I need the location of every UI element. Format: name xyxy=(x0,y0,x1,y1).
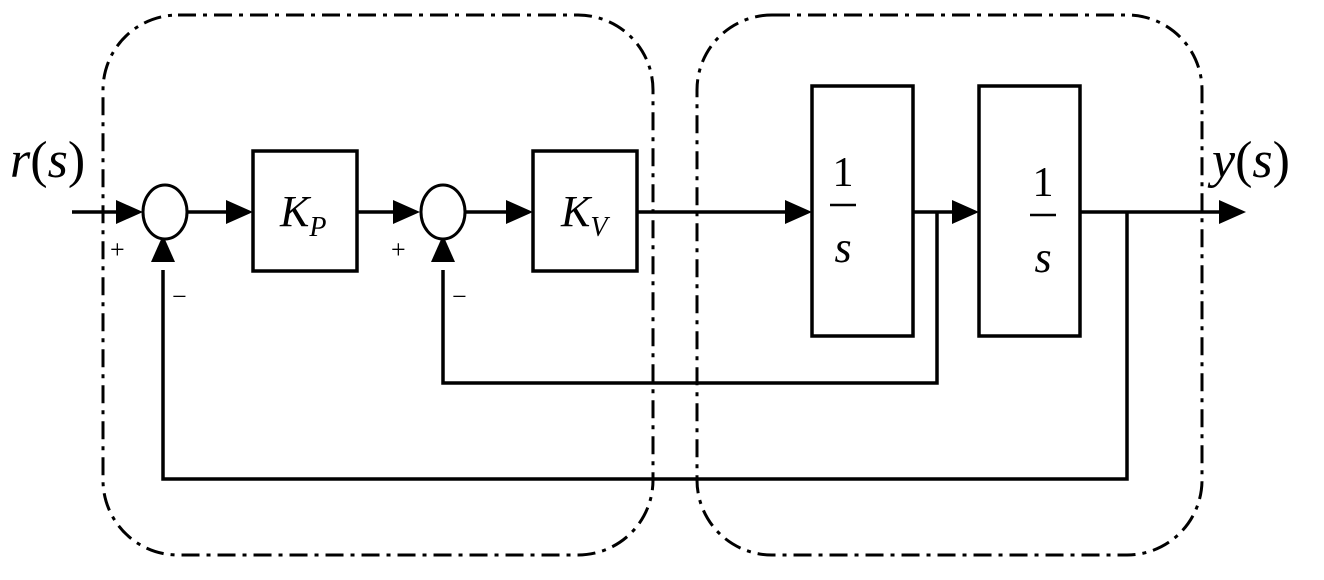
integrator-block-1 xyxy=(812,86,913,336)
arrow-into-sum2 xyxy=(393,200,420,224)
integrator-2-numerator: 1 xyxy=(1033,160,1054,206)
integrator-block-2 xyxy=(979,86,1080,336)
arrow-into-int2 xyxy=(952,200,979,224)
output-arrow xyxy=(1219,200,1246,224)
kp-subscript: P xyxy=(308,212,326,243)
sum1-plus-sign: + xyxy=(110,235,125,264)
integrator-2-denominator: s xyxy=(1034,233,1051,282)
integrator-1-denominator: s xyxy=(834,223,851,272)
summing-junction-1 xyxy=(143,185,187,239)
sum1-minus-sign: − xyxy=(172,282,187,311)
integrator-1-numerator: 1 xyxy=(833,150,854,196)
arrow-into-kv xyxy=(506,200,533,224)
input-signal-label: r(s) xyxy=(10,132,85,189)
input-arrow xyxy=(116,200,143,224)
sum2-minus-sign: − xyxy=(452,282,467,311)
arrow-into-int1 xyxy=(785,200,812,224)
arrow-into-kp xyxy=(226,200,253,224)
summing-junction-2 xyxy=(421,185,465,239)
output-signal-label: y(s) xyxy=(1207,132,1290,189)
sum2-plus-sign: + xyxy=(391,235,406,264)
kv-subscript: V xyxy=(590,212,610,243)
